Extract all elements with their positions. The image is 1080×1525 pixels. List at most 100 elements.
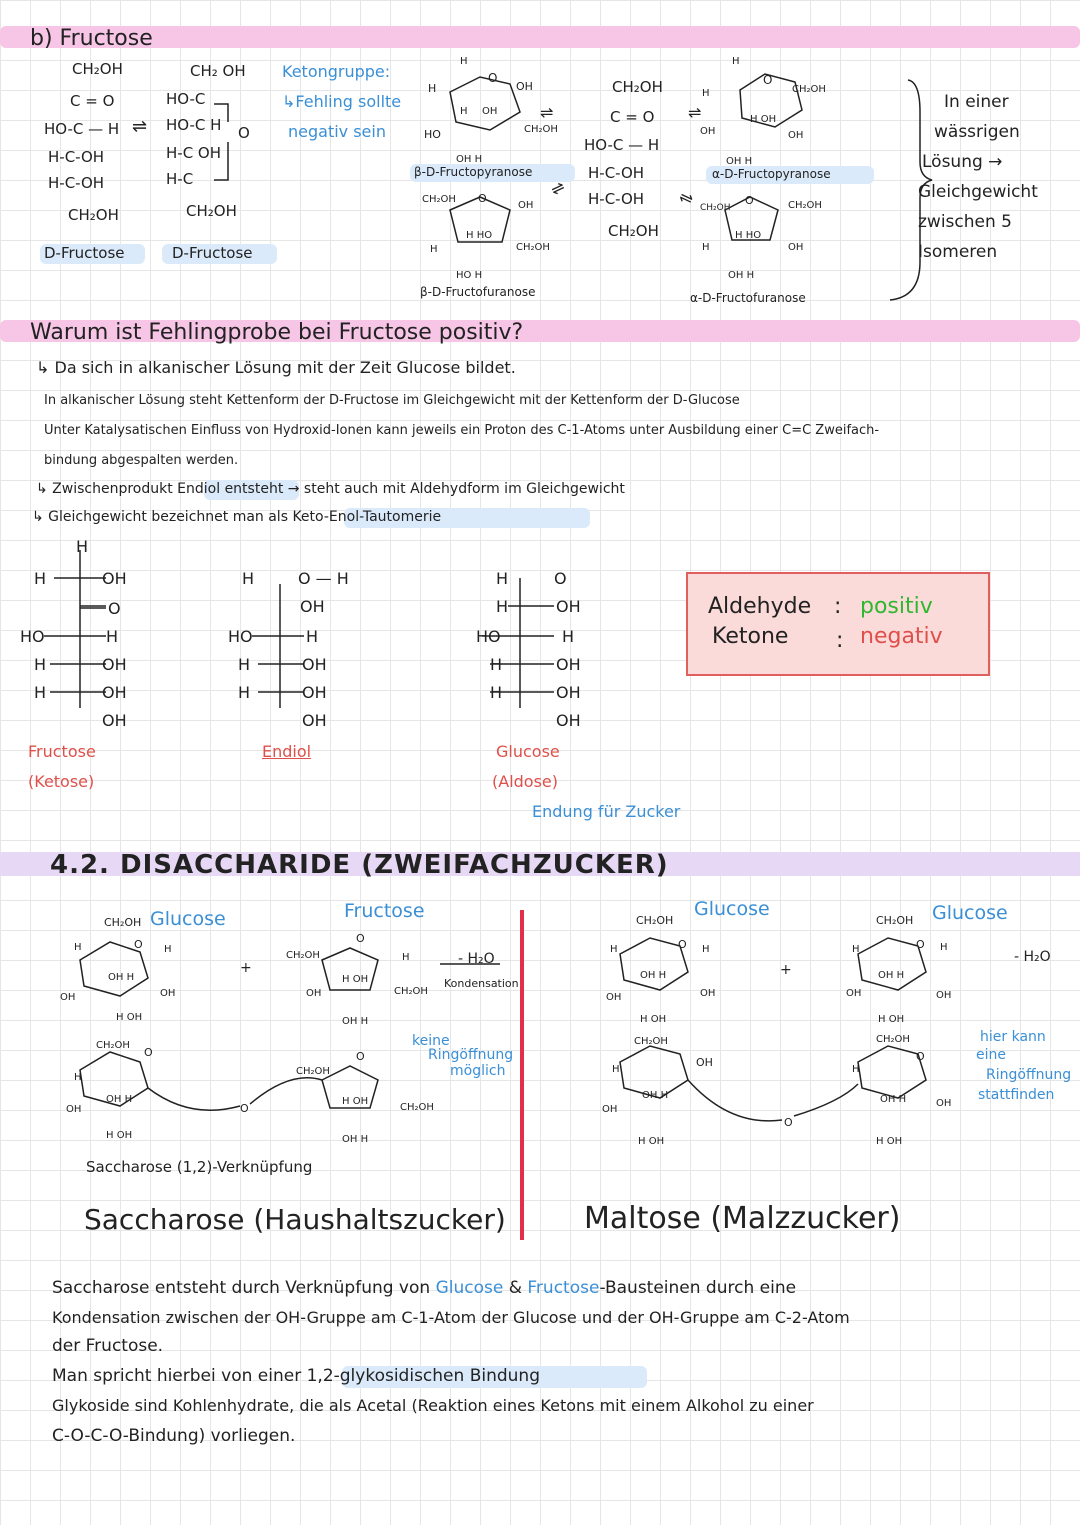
- svg-text:OH: OH: [302, 683, 327, 702]
- svg-text:OH: OH: [102, 655, 127, 674]
- svg-text:CH₂OH: CH₂OH: [422, 194, 456, 205]
- svg-text:O: O: [134, 938, 143, 951]
- chain-line: C = O: [610, 108, 655, 126]
- arrow-line: ↳ Gleichgewicht bezeichnet man als Keto-…: [32, 510, 441, 524]
- svg-text:⇌: ⇌: [676, 186, 696, 209]
- glycosidic-term: 1,2-glykosidischen Bindung: [306, 1366, 540, 1386]
- svg-text:OH H: OH H: [108, 972, 134, 983]
- svg-text:H OH: H OH: [876, 1136, 902, 1147]
- note-line: wässrigen: [934, 122, 1020, 142]
- svg-text:H: H: [34, 569, 46, 588]
- note-line: Gleichgewicht: [918, 182, 1038, 202]
- svg-text:H: H: [702, 242, 710, 253]
- bullet-line: Unter Katalysatischen Einfluss von Hydro…: [44, 423, 880, 438]
- water-loss: - H₂O: [1014, 949, 1051, 965]
- svg-text:⇌: ⇌: [548, 177, 568, 200]
- negative-label: negativ: [860, 624, 943, 649]
- note-line: hier kann: [980, 1029, 1046, 1045]
- svg-text:OH: OH: [102, 569, 127, 588]
- structure-label: D-Fructose: [172, 244, 253, 262]
- svg-text:CH₂OH: CH₂OH: [876, 1034, 910, 1045]
- structure-label: D-Fructose: [44, 244, 125, 262]
- svg-text:H HO: H HO: [735, 230, 761, 241]
- svg-text:O: O: [356, 932, 365, 945]
- svg-text:H: H: [106, 627, 118, 646]
- svg-text:CH₂OH: CH₂OH: [524, 124, 558, 135]
- text: &: [503, 1278, 528, 1298]
- paragraph-line: C-O-C-O-Bindung) vorliegen.: [52, 1426, 296, 1446]
- label-highlight: [410, 164, 575, 182]
- paragraph-line: der Fructose.: [52, 1336, 164, 1356]
- positive-label: positiv: [860, 594, 933, 619]
- svg-text:H: H: [242, 569, 254, 588]
- svg-text:H OH: H OH: [638, 1136, 664, 1147]
- svg-text:CH₂OH: CH₂OH: [636, 914, 673, 927]
- chain-line: HO-C: [166, 90, 206, 108]
- svg-text:H: H: [702, 944, 710, 955]
- svg-text:CH₂OH: CH₂OH: [788, 200, 822, 211]
- note-line: keine: [412, 1033, 450, 1049]
- chain-line: HO-C — H: [44, 120, 120, 138]
- svg-text:OH: OH: [302, 655, 327, 674]
- fructose-term: Fructose: [527, 1278, 600, 1298]
- svg-text:OH: OH: [700, 126, 715, 137]
- ring-label: β-D-Fructofuranose: [420, 285, 536, 299]
- svg-text:H: H: [496, 569, 508, 588]
- svg-text:HO: HO: [20, 627, 45, 646]
- paragraph-line: Man spricht hierbei von einer 1,2-glykos…: [52, 1368, 540, 1385]
- svg-text:CH₂OH: CH₂OH: [394, 986, 428, 997]
- label-highlight: [162, 244, 277, 264]
- svg-text:H: H: [306, 627, 318, 646]
- svg-text:HO: HO: [424, 128, 441, 141]
- svg-text:H: H: [732, 56, 740, 67]
- svg-text:O: O: [784, 1116, 793, 1129]
- svg-text:OH H: OH H: [726, 156, 752, 167]
- glucose-label: Glucose: [932, 902, 1008, 924]
- svg-text:OH: OH: [936, 990, 951, 1001]
- svg-text:OH H: OH H: [456, 154, 482, 165]
- arrow-prefix: ↳ Gleichgewicht bezeichnet man als: [32, 509, 293, 525]
- svg-text:CH₂OH: CH₂OH: [634, 1036, 668, 1047]
- svg-text:OH: OH: [788, 242, 803, 253]
- svg-text:H: H: [76, 537, 88, 556]
- svg-text:CH₂OH: CH₂OH: [516, 242, 550, 253]
- svg-text:H: H: [74, 942, 82, 953]
- chain-line: H-C OH: [166, 144, 222, 162]
- svg-text:OH: OH: [160, 988, 175, 999]
- fructose-label: Fructose: [344, 900, 425, 922]
- svg-text:H OH: H OH: [116, 1012, 142, 1023]
- chain-line: CH₂OH: [68, 206, 119, 224]
- label-highlight: [204, 480, 299, 500]
- svg-text:CH₂OH: CH₂OH: [792, 84, 826, 95]
- svg-text:H OH: H OH: [750, 114, 776, 125]
- note-line: In einer: [944, 92, 1009, 112]
- ring-label: α-D-Fructopyranose: [712, 167, 831, 181]
- svg-text:OH: OH: [556, 683, 581, 702]
- chain-line: CH₂ OH: [190, 62, 246, 80]
- glucose-label: Glucose: [496, 742, 560, 761]
- svg-text:OH: OH: [66, 1104, 81, 1115]
- fructose-label: Fructose: [28, 742, 96, 761]
- svg-text:H: H: [460, 56, 468, 67]
- svg-text:OH: OH: [60, 992, 75, 1003]
- svg-text:+: +: [780, 962, 792, 978]
- svg-text:H: H: [164, 944, 172, 955]
- svg-text:OH H: OH H: [640, 970, 666, 981]
- tautomerie-term: Keto-Enol-Tautomerie: [292, 509, 442, 525]
- ketose-label: (Ketose): [28, 772, 95, 791]
- svg-text:H: H: [702, 88, 710, 99]
- title-highlight: [0, 26, 1080, 48]
- svg-text:O: O: [745, 194, 754, 207]
- svg-text:H OH: H OH: [342, 1096, 368, 1107]
- note-line: ↳Fehling sollte: [282, 92, 402, 111]
- aldose-label: (Aldose): [492, 772, 558, 791]
- svg-text:OH: OH: [306, 988, 321, 999]
- svg-text:OH: OH: [556, 655, 581, 674]
- svg-text:CH₂OH: CH₂OH: [286, 950, 320, 961]
- svg-text:H: H: [610, 944, 618, 955]
- svg-text:OH: OH: [846, 988, 861, 999]
- svg-text:H OH: H OH: [640, 1014, 666, 1025]
- equilibrium-arrow: ⇌: [132, 116, 148, 137]
